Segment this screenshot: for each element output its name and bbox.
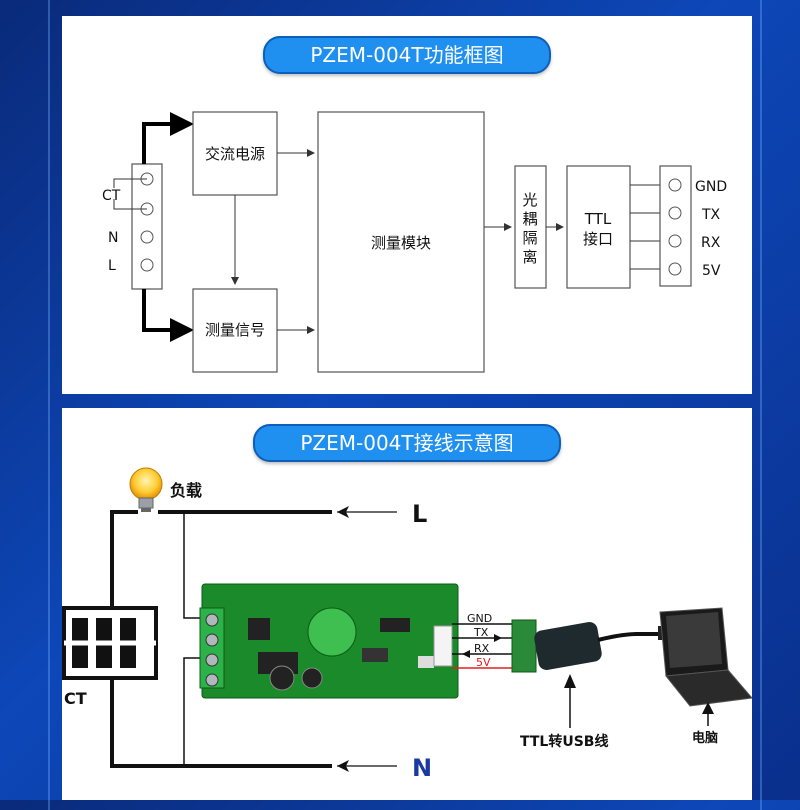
- ct-label: CT: [64, 689, 87, 708]
- measure-signal-label: 测量信号: [205, 321, 265, 339]
- load-bulb-icon: [129, 467, 163, 512]
- computer-pointer-arrow: [702, 702, 714, 726]
- cable-label: TTL转USB线: [520, 733, 608, 750]
- laptop-icon: [659, 607, 752, 707]
- ac-power-label: 交流电源: [205, 145, 265, 163]
- wire-to-board-top: [183, 512, 202, 619]
- block-diagram: CT N L 交流电源 测量信号 测量模块 光 耦 隔 离 TTL 接口: [102, 111, 727, 373]
- terminal-n: [140, 230, 154, 244]
- line-input-arrow: [337, 506, 397, 518]
- optocoupler-box: [514, 165, 547, 289]
- pin-tx: [668, 206, 682, 220]
- wire-label-5v: 5V: [476, 656, 491, 669]
- thick-arrow-to-signal: [142, 289, 194, 342]
- opto-char-4: 离: [522, 248, 537, 266]
- pzem-board: [199, 583, 459, 699]
- neutral-input-arrow: [337, 760, 397, 772]
- wire-label-gnd: GND: [467, 612, 492, 625]
- pin-label-5v: 5V: [702, 263, 721, 279]
- pin-label-rx: RX: [701, 235, 721, 251]
- background-frame-left: [8, 0, 50, 810]
- ttl-interface-box: [566, 165, 631, 289]
- opto-char-3: 隔: [522, 229, 537, 247]
- signal-arrow-rx: [462, 650, 470, 658]
- line-label-l: L: [412, 500, 427, 528]
- measure-module-box: [317, 111, 485, 373]
- wire-ct-to-neutral: [110, 678, 332, 768]
- ct-bracket: [113, 178, 147, 210]
- ttl-label-line1: TTL: [584, 210, 612, 228]
- opto-char-1: 光: [522, 191, 537, 209]
- wiring-diagram-panel: PZEM-004T接线示意图 负载 L: [62, 408, 752, 800]
- signal-arrow-tx: [494, 634, 502, 642]
- block-diagram-title: PZEM-004T功能框图: [263, 36, 551, 74]
- wire-to-board-bottom: [183, 657, 202, 766]
- load-label: 负载: [170, 481, 202, 500]
- measure-signal-box: [192, 288, 278, 373]
- cable-pointer-arrow: [564, 674, 576, 728]
- pin-5v: [668, 262, 682, 276]
- current-transformer: [62, 606, 158, 680]
- terminal-l: [140, 258, 154, 272]
- thick-arrow-to-power: [142, 112, 194, 164]
- measure-module-label: 测量模块: [371, 234, 431, 252]
- wire-label-rx: RX: [474, 642, 490, 655]
- terminal-label-l: L: [108, 258, 116, 274]
- terminal-label-n: N: [108, 230, 118, 246]
- opto-char-2: 耦: [522, 210, 537, 228]
- wiring-diagram-title: PZEM-004T接线示意图: [253, 424, 561, 462]
- ttl-label-line2: 接口: [583, 230, 613, 248]
- computer-label: 电脑: [692, 730, 718, 746]
- pin-gnd: [668, 178, 682, 192]
- neutral-label-n: N: [412, 754, 432, 782]
- pin-label-tx: TX: [701, 207, 721, 223]
- background-frame-right: [760, 0, 792, 810]
- wire-label-tx: TX: [473, 626, 489, 639]
- pin-rx: [668, 234, 682, 248]
- pin-label-gnd: GND: [695, 179, 727, 195]
- wiring-diagram: 负载 L N CT: [62, 467, 752, 782]
- function-block-diagram-panel: PZEM-004T功能框图 CT N L 交流电源 测量信号: [62, 16, 752, 394]
- wire-load-to-ct: [110, 510, 138, 608]
- terminal-label-ct: CT: [102, 188, 121, 204]
